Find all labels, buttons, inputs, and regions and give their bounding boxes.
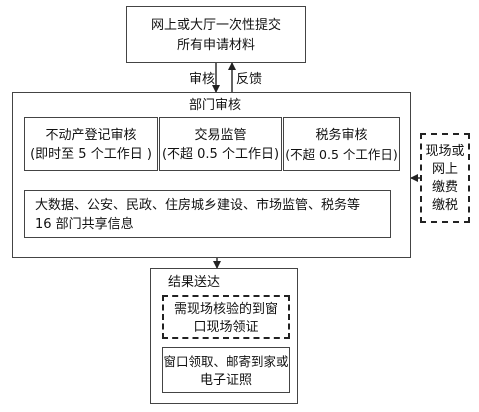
delivery-options-box: 窗口领取、邮寄到家或 电子证照: [162, 347, 290, 393]
tax-name: 税务审核: [315, 128, 368, 143]
tax-time: (不超 0.5 个工作日): [285, 147, 398, 162]
transaction-supervision-box: 交易监管 (不超 0.5 个工作日): [159, 117, 282, 171]
real-estate-name: 不动产登记审核: [45, 128, 137, 143]
feedback-label: 反馈: [236, 72, 263, 87]
onsite-verification-box: 需现场核验的到窗 口现场领证: [162, 295, 290, 339]
department-title: 部门审核: [188, 98, 241, 113]
shared-info-line2: 16 部门共享信息: [35, 217, 134, 232]
real-estate-review-box: 不动产登记审核 (即时至 5 个工作日 ): [24, 117, 158, 171]
payment-line3: 缴费: [431, 180, 458, 195]
onsite-line1: 需现场核验的到窗: [173, 302, 278, 317]
real-estate-time: (即时至 5 个工作日 ): [30, 147, 152, 162]
transaction-time: (不超 0.5 个工作日): [161, 147, 280, 162]
delivery-line2: 电子证照: [199, 373, 252, 388]
submit-line1: 网上或大厅一次性提交: [150, 18, 281, 33]
shared-info-line1: 大数据、公安、民政、住房城乡建设、市场监管、税务等: [35, 198, 361, 213]
shared-info-box: 大数据、公安、民政、住房城乡建设、市场监管、税务等 16 部门共享信息: [24, 190, 391, 238]
payment-box: 现场或 网上 缴费 缴税: [420, 133, 470, 223]
payment-line4: 缴税: [431, 198, 458, 213]
result-title: 结果送达: [168, 275, 221, 290]
payment-line1: 现场或: [425, 144, 465, 159]
delivery-line1: 窗口领取、邮寄到家或: [163, 354, 289, 369]
payment-line2: 网上: [431, 162, 458, 177]
onsite-line2: 口现场领证: [193, 320, 259, 335]
submit-materials-box: 网上或大厅一次性提交 所有申请材料: [126, 6, 306, 63]
tax-review-box: 税务审核 (不超 0.5 个工作日): [283, 117, 400, 171]
submit-line2: 所有申请材料: [176, 38, 255, 53]
transaction-name: 交易监管: [194, 128, 247, 143]
review-label: 审核: [188, 72, 215, 87]
